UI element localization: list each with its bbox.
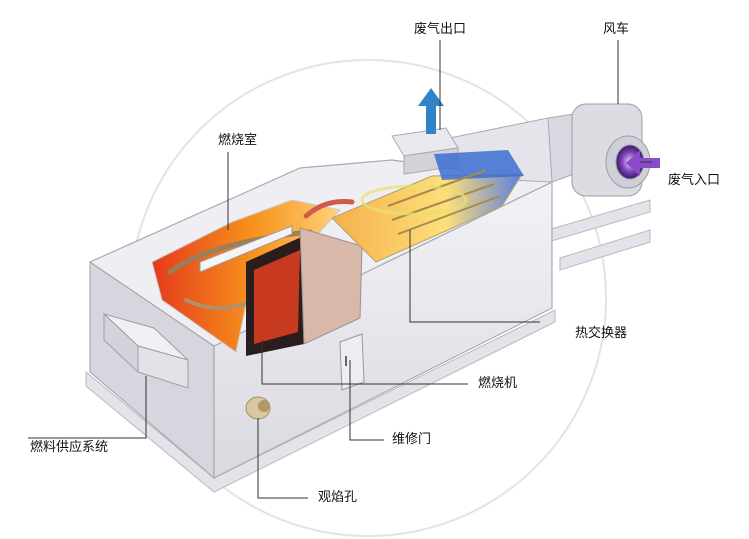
leader-lines [28,40,652,499]
label-combustion-chamber: 燃烧室 [218,133,258,148]
fan-housing [571,103,651,197]
sight-hole [245,396,271,420]
label-sight-hole: 观焰孔 [318,490,358,505]
airflow-arrow [303,199,355,219]
maintenance-door [339,333,365,391]
label-maintenance-door: 维修门 [392,432,432,447]
label-exhaust-inlet: 废气入口 [668,173,721,188]
fuel-supply-box [103,312,189,389]
label-fan: 风车 [603,22,630,37]
label-burner: 燃烧机 [478,376,518,391]
label-heat-exchanger: 热交换器 [575,326,628,341]
burner-block [199,225,363,356]
label-exhaust-outlet: 废气出口 [414,22,467,37]
exhaust-outlet-arrow [418,88,444,134]
label-fuel-supply-system: 燃料供应系统 [30,440,109,455]
exhaust-inlet-arrow [626,150,660,176]
heat-exchanger-core [331,150,524,263]
